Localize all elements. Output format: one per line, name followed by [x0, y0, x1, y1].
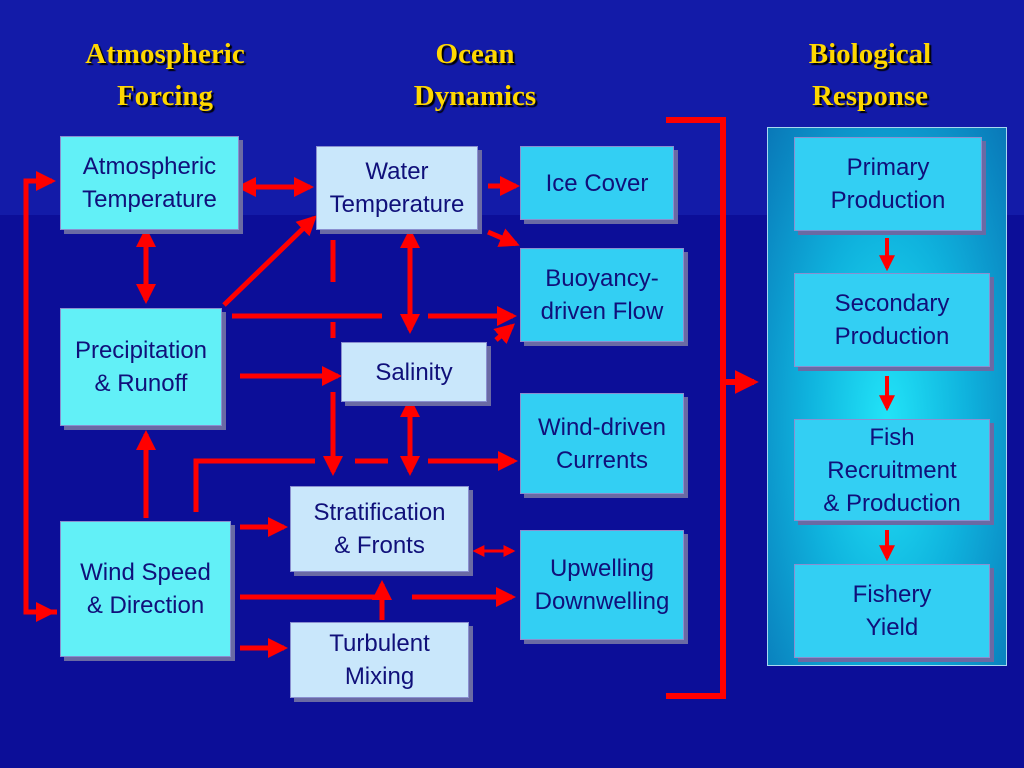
box-wind-speed-direction: Wind Speed & Direction	[60, 521, 231, 657]
header-ocean-line2: Dynamics	[413, 80, 537, 112]
fishery-yield-label: Fishery Yield	[852, 581, 932, 641]
upwelling-downwelling-label: Upwelling Downwelling	[534, 555, 670, 615]
box-water-temperature: Water Temperature	[316, 146, 478, 230]
header-biological-line2: Response	[811, 80, 928, 112]
arrow-wind-to-currents	[193, 461, 514, 512]
buoyancy-driven-flow-label: Buoyancy- driven Flow	[540, 265, 664, 325]
header-atmospheric-line1: Atmospheric	[85, 38, 245, 70]
fish-recruitment-production-label: Fish Recruitment & Production	[823, 423, 961, 517]
arrow-salinity-to-buoyancy	[493, 323, 516, 345]
box-precipitation-runoff: Precipitation & Runoff	[60, 308, 222, 426]
box-secondary-production: Secondary Production	[794, 273, 990, 367]
box-stratification-fronts: Stratification & Fronts	[290, 486, 469, 572]
arrow-water-to-buoyancy	[487, 228, 520, 247]
box-primary-production: Primary Production	[794, 137, 982, 231]
turbulent-mixing-label: Turbulent Mixing	[329, 630, 430, 690]
secondary-production-label: Secondary Production	[834, 290, 950, 350]
header-ocean-dynamics: Ocean Dynamics	[375, 33, 575, 117]
stratification-fronts-label: Stratification & Fronts	[313, 499, 446, 559]
salinity-label: Salinity	[375, 358, 453, 386]
ice-cover-label: Ice Cover	[545, 169, 649, 197]
box-upwelling-downwelling: Upwelling Downwelling	[520, 530, 684, 640]
box-buoyancy-driven-flow: Buoyancy- driven Flow	[520, 248, 684, 342]
box-turbulent-mixing: Turbulent Mixing	[290, 622, 469, 698]
header-biological-line1: Biological	[808, 38, 932, 70]
header-atmospheric-forcing: Atmospheric Forcing	[60, 33, 270, 117]
arrow-wind-to-atm-temp	[23, 171, 57, 615]
box-salinity: Salinity	[341, 342, 487, 402]
arrow-precip-to-water-temp	[222, 215, 317, 307]
precipitation-runoff-label: Precipitation & Runoff	[74, 337, 208, 397]
header-biological-response: Biological Response	[770, 33, 970, 117]
box-fish-recruitment-production: Fish Recruitment & Production	[794, 419, 990, 521]
header-atmospheric-line2: Forcing	[116, 80, 214, 112]
primary-production-label: Primary Production	[830, 154, 946, 214]
ocean-bracket	[666, 117, 726, 699]
wind-driven-currents-label: Wind-driven Currents	[537, 413, 667, 474]
wind-speed-direction-label: Wind Speed & Direction	[80, 559, 211, 619]
atmospheric-temperature-label: Atmospheric Temperature	[82, 153, 217, 213]
box-atmospheric-temperature: Atmospheric Temperature	[60, 136, 239, 230]
header-ocean-line1: Ocean	[435, 38, 515, 70]
water-temperature-label: Water Temperature	[329, 158, 465, 218]
box-ice-cover: Ice Cover	[520, 146, 674, 220]
arrow-loop-to-wind	[23, 602, 56, 622]
box-fishery-yield: Fishery Yield	[794, 564, 990, 658]
box-wind-driven-currents: Wind-driven Currents	[520, 393, 684, 494]
